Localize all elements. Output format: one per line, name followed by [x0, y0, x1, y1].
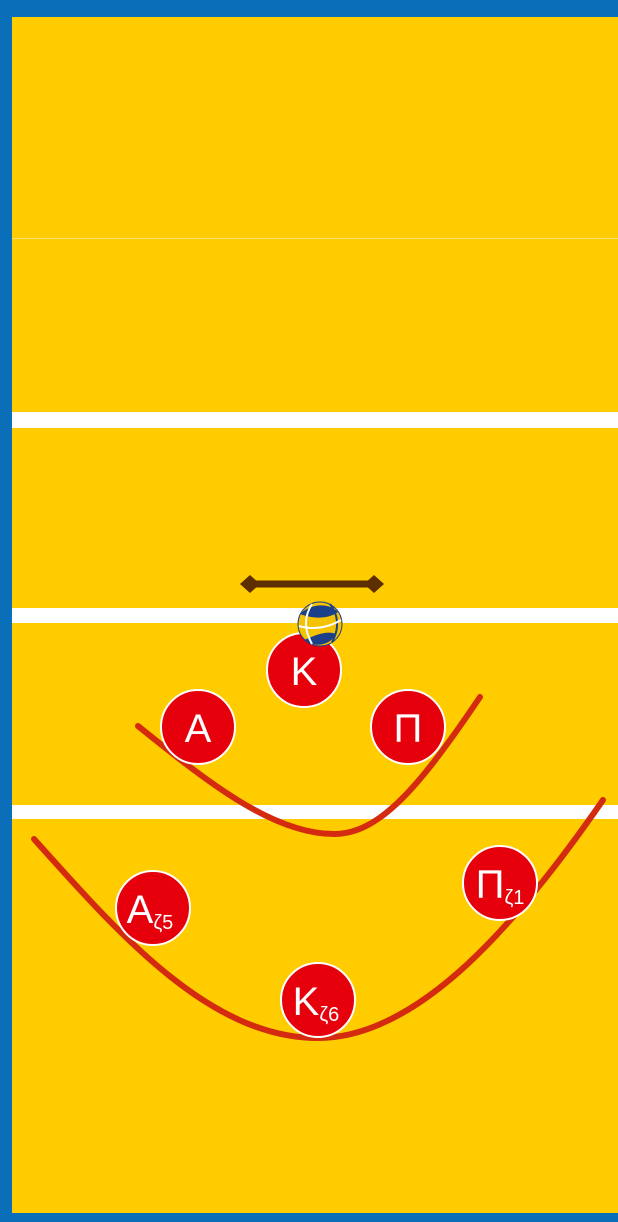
zone-opponent-front: [12, 428, 618, 608]
player-k-label: Κ: [291, 650, 318, 694]
svg-text:Α: Α: [185, 707, 212, 751]
zone-top-outer: [12, 17, 618, 238]
attack-line: [12, 805, 618, 819]
net-antenna-bar-icon: [240, 575, 384, 593]
svg-text:Κζ6: Κζ6: [293, 980, 340, 1026]
svg-text:Π: Π: [394, 707, 423, 751]
player-marker: [160, 689, 236, 765]
end-line-gap: [12, 412, 618, 428]
player-a-z5[interactable]: Αζ5: [115, 870, 191, 946]
player-a-z5-label: Α: [127, 888, 154, 932]
player-a-label: Α: [185, 707, 212, 751]
player-marker: [280, 962, 356, 1038]
player-p-z1[interactable]: Πζ1: [462, 845, 538, 921]
player-k-z6-label: Κ: [293, 980, 320, 1024]
player-p-z1-label: Π: [476, 863, 505, 907]
player-k-z6-zone: ζ6: [319, 1004, 339, 1026]
player-marker: [462, 845, 538, 921]
player-a-z5-zone: ζ5: [153, 912, 173, 934]
player-marker: [115, 870, 191, 946]
svg-text:Πζ1: Πζ1: [476, 863, 525, 909]
svg-text:Κ: Κ: [291, 650, 318, 694]
svg-text:Αζ5: Αζ5: [127, 888, 174, 934]
player-a[interactable]: Α: [160, 689, 236, 765]
player-marker: [370, 689, 446, 765]
zone-top-inner: [12, 239, 618, 412]
volleyball-icon[interactable]: [297, 601, 343, 647]
player-p-label: Π: [394, 707, 423, 751]
player-p-z1-zone: ζ1: [504, 887, 524, 909]
court-lines: [12, 238, 618, 819]
player-p[interactable]: Π: [370, 689, 446, 765]
player-k-z6[interactable]: Κζ6: [280, 962, 356, 1038]
player-k[interactable]: Κ: [266, 632, 342, 708]
coverage-curve-front: [135, 694, 483, 838]
